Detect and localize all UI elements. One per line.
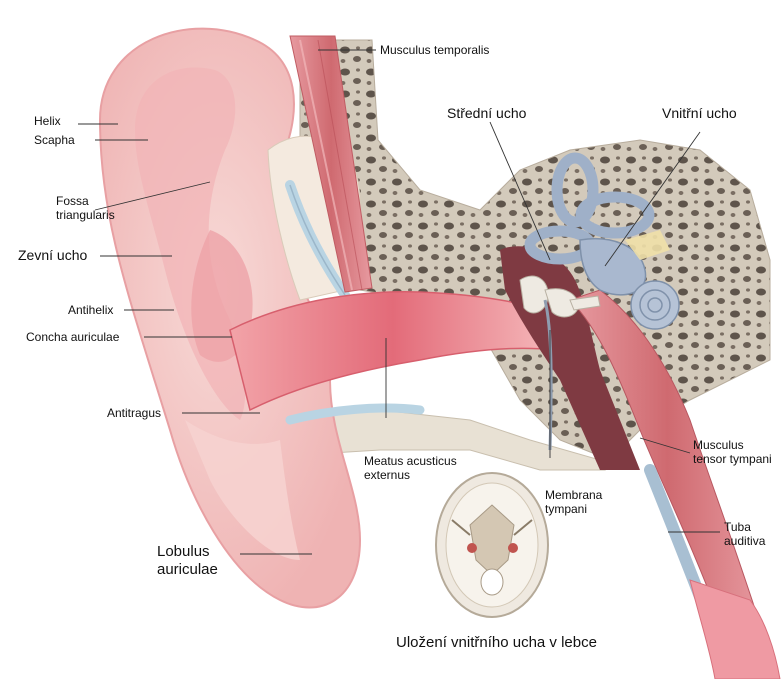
label-membrana-tympani: Membrana tympani (545, 488, 602, 516)
label-concha-auriculae: Concha auriculae (26, 330, 119, 344)
label-antihelix: Antihelix (68, 303, 113, 317)
label-zevni-ucho: Zevní ucho (18, 247, 87, 264)
label-meatus-acusticus-externus: Meatus acusticus externus (364, 454, 457, 482)
label-musculus-tensor-tympani: Musculus tensor tympani (693, 438, 772, 466)
label-scapha: Scapha (34, 133, 75, 147)
label-lobulus-auriculae: Lobulus auriculae (157, 543, 218, 578)
skull-inset (436, 473, 548, 617)
label-helix: Helix (34, 114, 61, 128)
skull-caption: Uložení vnitřního ucha v lebce (396, 634, 597, 652)
label-stredni-ucho: Střední ucho (447, 105, 526, 122)
label-antitragus: Antitragus (107, 406, 161, 420)
label-vnitrni-ucho: Vnitřní ucho (662, 105, 737, 122)
label-tuba-auditiva: Tuba auditiva (724, 520, 765, 548)
label-fossa-triangularis: Fossa triangularis (56, 194, 115, 222)
label-musculus-temporalis: Musculus temporalis (380, 43, 489, 57)
